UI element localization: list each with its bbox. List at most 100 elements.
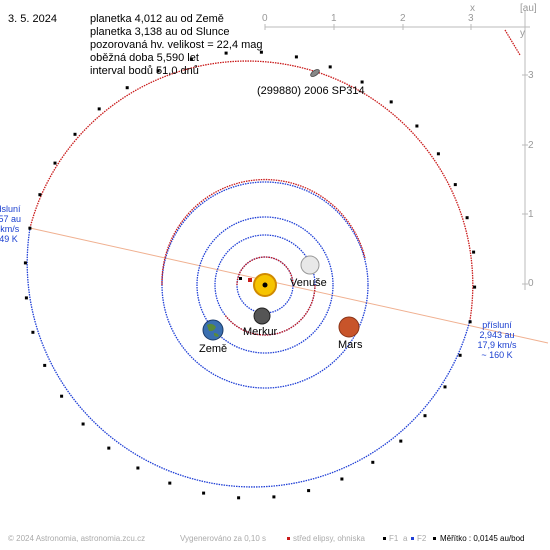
x-axis-label: x <box>470 3 475 14</box>
asteroid-orbit-blue <box>26 227 471 488</box>
sun <box>253 273 277 297</box>
info-line-interval: interval bodů 51,0 dnů <box>90 65 199 77</box>
y-axis-label: y <box>520 28 525 39</box>
legend-f2: F2 <box>417 534 427 543</box>
mercury-orbit-red <box>236 256 294 286</box>
asteroid-position-dot <box>53 161 57 165</box>
asteroid-position-dot <box>73 132 77 136</box>
asteroid-position-dot <box>168 481 172 485</box>
asteroid-position-dot <box>371 460 375 464</box>
asteroid-position-dot <box>272 495 276 499</box>
asteroid-position-dot <box>224 51 228 55</box>
info-line-distance-sun: planetka 3,138 au od Slunce <box>90 26 230 38</box>
perihelion-label: přísluní 2,943 au 17,9 km/s ~ 160 K <box>472 320 522 360</box>
legend-center-marker <box>287 537 290 540</box>
asteroid-position-dot <box>43 363 47 367</box>
asteroid-position-dot <box>389 100 393 104</box>
asteroid-position-dot <box>28 226 32 230</box>
asteroid-position-dot <box>465 216 469 220</box>
aphelion-speed: 7 km/s <box>0 224 20 234</box>
y-tick-2: 2 <box>528 140 534 151</box>
legend-f1: F1 <box>389 534 399 543</box>
mercury-label: Merkur <box>243 326 278 338</box>
legend-f1-marker <box>383 537 386 540</box>
date-label: 3. 5. 2024 <box>8 13 57 25</box>
perihelion-distance: 2,943 au <box>479 330 515 340</box>
asteroid-position-dot <box>472 250 476 254</box>
ellipse-center-marker <box>248 278 252 282</box>
scale-label: Měřítko : 0,0145 au/bod <box>440 534 525 543</box>
asteroid-position-dot <box>97 107 101 111</box>
asteroid-position-dot <box>360 80 364 84</box>
asteroid-position-dot <box>31 330 35 334</box>
y-tick-3: 3 <box>528 70 534 81</box>
x-tick-1: 1 <box>331 13 337 24</box>
asteroid-name-label: (299880) 2006 SP314 <box>257 85 365 97</box>
asteroid-position-dot <box>125 86 129 90</box>
perihelion-speed: 17,9 km/s <box>477 340 517 350</box>
focus-f1-marker <box>239 277 242 280</box>
axis-ticks <box>264 24 528 285</box>
mercury-planet <box>253 307 271 325</box>
asteroid-position-dot <box>23 261 27 265</box>
asteroid-position-dot <box>107 446 111 450</box>
x-tick-0: 0 <box>262 13 268 24</box>
asteroid-position-dot <box>259 50 263 54</box>
asteroid-position-dot <box>307 489 311 493</box>
info-line-period: oběžná doba 5,590 let <box>90 52 199 64</box>
asteroid-position-dots <box>23 50 477 500</box>
asteroid-position-dot <box>458 353 462 357</box>
asteroid-position-dot <box>136 466 140 470</box>
asteroid-orbit-red <box>29 60 474 321</box>
asteroid-position-dot <box>156 69 160 73</box>
asteroid-position-dot <box>328 65 332 69</box>
asteroid-position-dot <box>436 152 440 156</box>
earth-orbit <box>196 216 334 354</box>
y-tick-1: 1 <box>528 209 534 220</box>
asteroid-position-dot <box>60 394 64 398</box>
legend-f2-marker <box>411 537 414 540</box>
asteroid-position-dot <box>443 385 447 389</box>
unit-label: [au] <box>520 3 537 14</box>
asteroid-position-dot <box>453 183 457 187</box>
apsis-line <box>29 227 549 344</box>
asteroid-marker <box>310 69 320 77</box>
asteroid-position-dot <box>202 491 206 495</box>
perihelion-title: přísluní <box>482 320 512 330</box>
mars-planet <box>338 316 360 338</box>
asteroid-position-dot <box>415 124 419 128</box>
venus-label: Venuše <box>290 277 327 289</box>
info-line-magnitude: pozorovaná hv. velikost = 22,4 mag <box>90 39 263 51</box>
legend-center-foci: střed elipsy, ohniska <box>293 534 365 543</box>
aphelion-distance: 3,57 au <box>0 214 22 224</box>
asteroid-position-dot <box>423 414 427 418</box>
asteroid-position-dot <box>24 296 28 300</box>
generated-time: Vygenerováno za 0,10 s <box>180 534 266 543</box>
asteroid-position-dot <box>38 193 42 197</box>
perihelion-temperature: ~ 160 K <box>481 350 513 360</box>
mars-label: Mars <box>338 339 363 351</box>
asteroid-orbit <box>26 60 474 488</box>
venus-orbit-red <box>224 284 316 336</box>
aphelion-label: odsluní 3,57 au 7 km/s 149 K <box>0 204 26 244</box>
asteroid-position-dot <box>294 55 298 59</box>
asteroid-position-dot <box>237 496 241 500</box>
asteroid-position-dot <box>81 422 85 426</box>
asteroid-position-dot <box>473 285 477 289</box>
aphelion-temperature: 149 K <box>0 234 18 244</box>
legend-a: a <box>403 534 408 543</box>
orbit-red-segments <box>161 178 366 336</box>
x-tick-2: 2 <box>400 13 406 24</box>
copyright-link[interactable]: © 2024 Astronomia, astronomia.zcu.cz <box>8 534 146 543</box>
orbit-edge-fragment <box>504 29 521 56</box>
asteroid-position-dot <box>340 477 344 481</box>
x-tick-3: 3 <box>468 13 474 24</box>
info-line-distance-earth: planetka 4,012 au od Země <box>90 13 224 25</box>
asteroid-position-dot <box>399 439 403 443</box>
axis-rulers <box>265 10 530 290</box>
venus-planet <box>300 255 320 275</box>
y-tick-0: 0 <box>528 278 534 289</box>
earth-label: Země <box>199 343 228 355</box>
asteroid-position-dot <box>189 57 193 61</box>
